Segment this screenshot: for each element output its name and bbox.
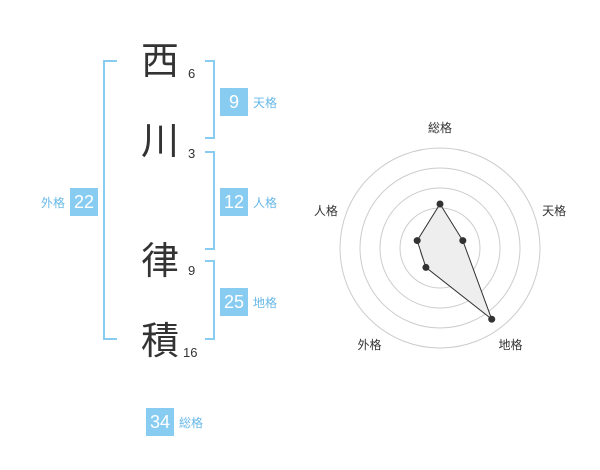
chikaku-bracket — [205, 260, 215, 340]
radar-point-1 — [436, 200, 444, 208]
chikaku-value: 25 — [220, 288, 248, 316]
jinkaku-label: 人格 — [253, 195, 278, 210]
name-char-4: 積 — [140, 319, 179, 363]
chikaku-badge: 25 地格 — [220, 288, 277, 316]
tenkaku-badge: 9 天格 — [220, 88, 277, 116]
gaikaku-value: 22 — [70, 188, 99, 216]
radar-ring — [359, 167, 521, 329]
stroke-count-4: 16 — [183, 345, 198, 360]
radar-point-3 — [488, 315, 496, 323]
gaikaku-label: 外格 — [41, 195, 66, 210]
radar-point-5 — [413, 237, 421, 245]
jinkaku-bracket — [205, 151, 215, 250]
radar-ring — [339, 147, 541, 349]
gaikaku-badge: 外格 22 — [41, 188, 99, 216]
radar-points — [413, 200, 496, 323]
tenkaku-label: 天格 — [253, 95, 278, 110]
gaikaku-bracket — [103, 60, 117, 340]
stroke-count-2: 3 — [188, 146, 196, 161]
tenkaku-value: 9 — [220, 88, 248, 116]
stroke-count-1: 6 — [188, 66, 196, 81]
soukaku-value: 34 — [146, 408, 174, 436]
radar-point-2 — [459, 237, 467, 245]
soukaku-badge: 34 総格 — [146, 408, 203, 436]
name-char-1: 西 — [140, 39, 179, 83]
chikaku-label: 地格 — [253, 295, 278, 310]
radar-axis-label-4: 外格 — [357, 337, 381, 352]
soukaku-label: 総格 — [179, 415, 204, 430]
radar-point-4 — [422, 263, 430, 271]
stroke-count-3: 9 — [188, 263, 196, 278]
jinkaku-value: 12 — [220, 188, 248, 216]
jinkaku-badge: 12 人格 — [220, 188, 277, 216]
tenkaku-bracket — [205, 60, 215, 139]
radar-axis-label-5: 人格 — [314, 203, 338, 218]
radar-axis-label-2: 天格 — [542, 203, 566, 218]
radar-axis-label-1: 総格 — [428, 120, 452, 135]
radar-area — [416, 203, 493, 321]
radar-ring — [379, 187, 501, 309]
radar-axis-label-3: 地格 — [499, 337, 523, 352]
name-char-3: 律 — [140, 239, 179, 283]
name-char-2: 川 — [140, 119, 179, 163]
